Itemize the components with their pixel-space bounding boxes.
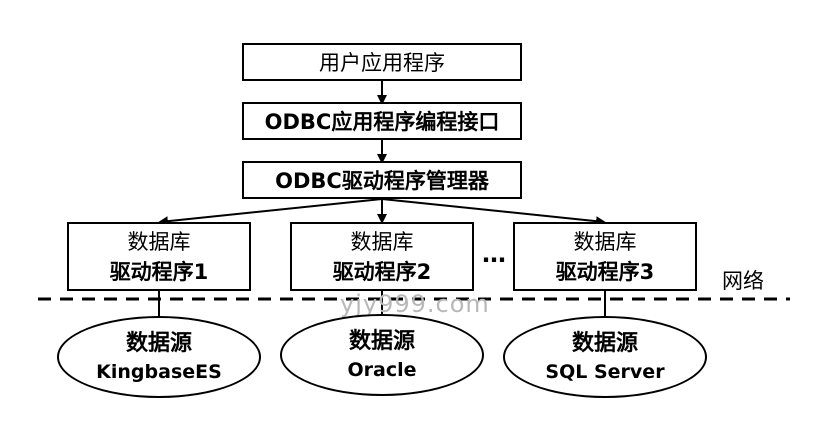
driver-3-line1: 数据库 (573, 229, 637, 254)
datasource-oracle: 数据源 Oracle (280, 314, 484, 396)
datasource-2-line1: 数据源 (348, 329, 415, 354)
datasource-3-line1: 数据源 (571, 331, 638, 356)
database-driver-2-box: 数据库 驱动程序2 (290, 222, 474, 291)
driver-1-line2: 驱动程序1 (109, 259, 209, 284)
datasource-2-line2: Oracle (347, 359, 417, 381)
driver-2-line2: 驱动程序2 (332, 259, 432, 284)
datasource-kingbasees: 数据源 KingbaseES (57, 316, 261, 398)
database-driver-3-box: 数据库 驱动程序3 (513, 222, 697, 291)
ellipsis-more-drivers: … (482, 240, 506, 268)
datasource-sqlserver: 数据源 SQL Server (503, 316, 707, 398)
network-label: 网络 (722, 269, 764, 293)
arrow-manager-to-driver1 (158, 198, 383, 227)
odbc-api-label: ODBC应用程序编程接口 (264, 110, 500, 134)
arrow-manager-to-driver3 (381, 198, 606, 227)
watermark: yjy999.com (340, 290, 490, 318)
datasource-3-line2: SQL Server (545, 361, 665, 383)
datasource-1-line1: 数据源 (125, 331, 192, 356)
driver-2-line1: 数据库 (350, 229, 414, 254)
driver-manager-label: ODBC驱动程序管理器 (275, 169, 489, 193)
database-driver-1-box: 数据库 驱动程序1 (67, 222, 251, 291)
user-application-label: 用户应用程序 (319, 51, 445, 75)
odbc-api-box: ODBC应用程序编程接口 (242, 102, 522, 140)
user-application-box: 用户应用程序 (242, 43, 522, 81)
datasource-1-line2: KingbaseES (96, 361, 222, 383)
driver-3-line2: 驱动程序3 (555, 259, 655, 284)
driver-1-line1: 数据库 (127, 229, 191, 254)
driver-manager-box: ODBC驱动程序管理器 (242, 161, 522, 199)
